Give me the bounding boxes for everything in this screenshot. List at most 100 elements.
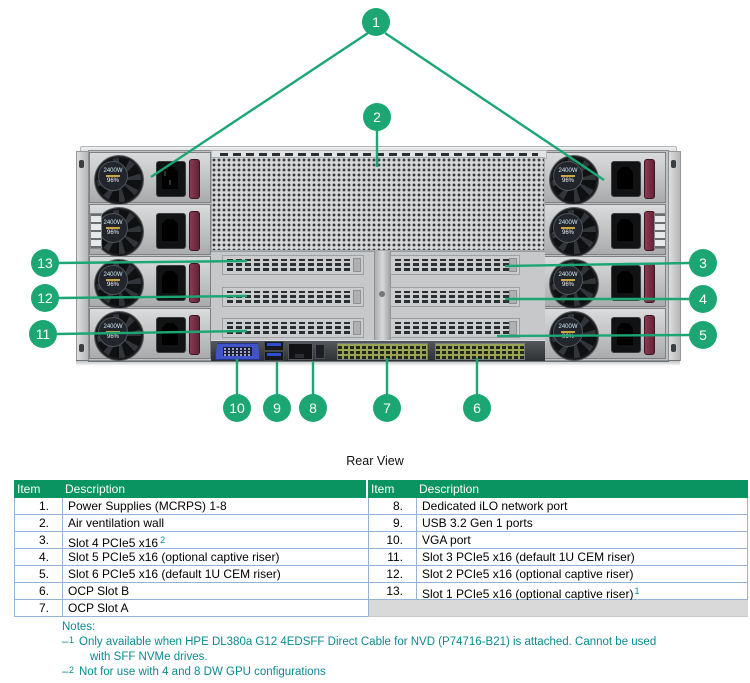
psu-power-inlet	[611, 317, 641, 353]
usb-port	[264, 341, 284, 351]
pcie-slot-5	[390, 287, 520, 307]
psu-bay-label-strip	[90, 213, 102, 249]
item-number: 13.	[368, 583, 416, 600]
callout-3: 3	[689, 249, 717, 277]
figure-caption: Rear View	[346, 454, 404, 468]
psu-power-inlet	[156, 213, 186, 249]
psu-release-handle	[189, 263, 200, 303]
psu-power-inlet	[156, 265, 186, 301]
callout-4: 4	[689, 285, 717, 313]
item-description: Slot 1 PCIe5 x16 (optional captive riser…	[416, 583, 748, 601]
pcie-slot-2	[222, 287, 364, 307]
item-number: 8.	[368, 498, 416, 515]
screw-slot	[79, 344, 84, 352]
psu-bay-label-strip	[654, 213, 666, 249]
pcie-slot-6	[390, 318, 520, 338]
item-number: 12.	[368, 566, 416, 583]
callout-13: 13	[31, 249, 59, 277]
footnote-ref-1: 1	[634, 586, 640, 596]
empty-table-cell	[368, 600, 748, 617]
callout-9: 9	[263, 394, 291, 422]
notes-title: Notes:	[62, 621, 96, 633]
status-connector	[315, 344, 325, 359]
vent-lid-dashes	[220, 153, 538, 156]
footnote-1-continued: with SFF NVMe drives.	[90, 651, 208, 663]
item-number: 3.	[14, 532, 62, 549]
ocp-slot-a	[337, 343, 428, 360]
rack-ear-right	[668, 151, 681, 361]
screw-slot	[671, 344, 676, 352]
ilo-network-port	[288, 343, 313, 360]
callout-8: 8	[299, 394, 327, 422]
item-number: 10.	[368, 532, 416, 549]
psu-power-inlet	[156, 161, 186, 197]
item-number: 6.	[14, 583, 62, 600]
psu-release-handle	[644, 315, 655, 355]
item-number: 9.	[368, 515, 416, 532]
air-ventilation-wall	[211, 157, 545, 251]
item-description: Slot 2 PCIe5 x16 (optional captive riser…	[416, 566, 748, 583]
column-header-item: Item	[368, 480, 416, 498]
footnote-ref-2: 2	[160, 535, 166, 545]
callout-12: 12	[31, 284, 59, 312]
ocp-slot-b	[435, 343, 525, 360]
psu-power-inlet	[611, 213, 641, 249]
callout-2: 2	[363, 103, 391, 131]
column-header-item: Item	[14, 480, 62, 498]
item-number: 7.	[14, 600, 62, 617]
item-description: Dedicated iLO network port	[416, 498, 748, 515]
psu-power-inlet	[611, 265, 641, 301]
psu-release-handle	[189, 159, 200, 199]
item-description: VGA port	[416, 532, 748, 549]
item-description: Slot 5 PCIe5 x16 (optional captive riser…	[62, 549, 368, 566]
screw-slot	[671, 160, 676, 168]
item-number: 5.	[14, 566, 62, 583]
callout-11: 11	[29, 320, 57, 348]
pcie-slot-1	[222, 255, 364, 275]
callout-6: 6	[463, 394, 491, 422]
vga-port	[215, 343, 260, 360]
item-description: USB 3.2 Gen 1 ports	[416, 515, 748, 532]
psu-release-handle	[189, 315, 200, 355]
item-description: Power Supplies (MCRPS) 1-8	[62, 498, 368, 515]
item-description: Slot 3 PCIe5 x16 (default 1U CEM riser)	[416, 549, 748, 566]
psu-power-inlet	[156, 317, 186, 353]
item-description: Air ventilation wall	[62, 515, 368, 532]
pcie-slot-4	[390, 255, 520, 275]
item-description: OCP Slot B	[62, 583, 368, 600]
callout-10: 10	[223, 394, 251, 422]
item-description: Slot 6 PCIe5 x16 (default 1U CEM riser)	[62, 566, 368, 583]
pcie-slot-3	[222, 318, 364, 338]
psu-power-inlet	[611, 161, 641, 197]
item-description: OCP Slot A	[62, 600, 368, 617]
screw-slot	[79, 160, 84, 168]
column-header-description: Description	[416, 480, 748, 498]
usb-port	[264, 351, 284, 361]
psu-release-handle	[644, 263, 655, 303]
legend-table: Item Description Item Description 1. Pow…	[14, 480, 748, 617]
psu-release-handle	[644, 159, 655, 199]
chassis-shadow	[76, 360, 680, 366]
riser-center-bracket	[374, 251, 391, 340]
item-number: 4.	[14, 549, 62, 566]
callout-7: 7	[373, 394, 401, 422]
callout-5: 5	[689, 321, 717, 349]
